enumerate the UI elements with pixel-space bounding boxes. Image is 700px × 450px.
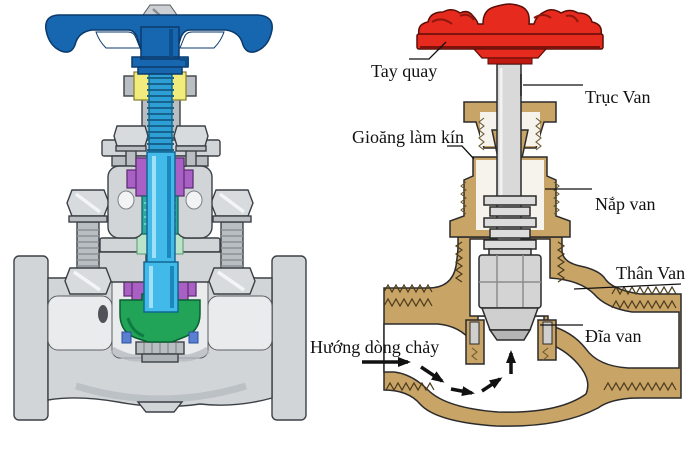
stem-left xyxy=(143,65,179,313)
hub-shading xyxy=(169,29,189,66)
leader-than-van xyxy=(573,283,682,290)
stud-washer-right xyxy=(175,145,207,152)
leader-truc-van xyxy=(520,74,583,96)
disc-holder-green xyxy=(119,293,201,343)
seat-ring-ribs xyxy=(143,343,177,354)
outlet-flange xyxy=(271,255,307,421)
seat-lips xyxy=(465,319,557,365)
seat-lip-threads xyxy=(471,347,549,361)
seat-insert-left xyxy=(469,321,480,345)
annotation-labels: Tay quay Trục Van Gioăng làm kín Nắp van… xyxy=(310,41,685,357)
right-valve-cross-section: Tay quay Trục Van Gioăng làm kín Nắp van… xyxy=(310,3,685,427)
label-bonnet: Nắp van xyxy=(595,194,655,214)
flow-arrow-2 xyxy=(420,365,445,383)
handwheel-knobs xyxy=(417,3,603,36)
flange-bolts-left xyxy=(64,189,256,295)
label-stem: Trục Van xyxy=(585,87,651,107)
bolt-washer-right xyxy=(212,215,252,223)
label-gasket: Gioăng làm kín xyxy=(352,127,464,147)
flow-arrows xyxy=(362,350,516,397)
stud-nut-right xyxy=(173,125,209,147)
flow-arrow-3 xyxy=(450,386,475,397)
handwheel-cutouts xyxy=(95,31,225,49)
bolt-shank-left xyxy=(76,221,100,271)
handwheel-right xyxy=(416,3,604,65)
yoke-arm-hole-left xyxy=(117,190,135,210)
disc-pin-right xyxy=(188,331,199,344)
handwheel-knob-shading xyxy=(431,13,579,25)
yoke-arm-hole-right xyxy=(185,190,203,210)
outlet-pipe-threads xyxy=(603,285,677,392)
stud-washer-left xyxy=(115,145,147,152)
disc-assembly-right xyxy=(478,248,542,341)
disc-holder-shade xyxy=(126,317,145,338)
stem-shadow xyxy=(167,156,174,308)
handwheel-left xyxy=(45,4,273,75)
bonnet-side-threads xyxy=(460,181,560,215)
inlet-flange xyxy=(13,255,49,421)
stem-highlight xyxy=(149,156,156,308)
label-body: Thân Van xyxy=(616,263,685,283)
label-disc: Đĩa van xyxy=(585,326,641,346)
stud-nut-left xyxy=(113,125,149,147)
valve-disc-cone xyxy=(480,307,540,331)
leader-gioang xyxy=(447,145,475,160)
gland-threads xyxy=(478,117,542,151)
bolt-washer-left xyxy=(68,215,108,223)
disc-block-seams xyxy=(479,255,541,308)
stem-washer-stack xyxy=(483,195,537,250)
handwheel-hub-right xyxy=(472,48,548,59)
inlet-pipe-threads xyxy=(383,283,435,392)
bolt-highlights xyxy=(73,192,246,292)
valve-disc-tip xyxy=(488,329,532,341)
seat-ring-lower xyxy=(141,353,179,363)
label-flow-direction: Hướng dòng chảy xyxy=(310,337,439,357)
body-neck-threads xyxy=(454,241,566,283)
handwheel-hub-collar xyxy=(487,57,533,65)
label-handwheel: Tay quay xyxy=(371,61,437,81)
seat-insert-right xyxy=(542,321,553,345)
body-port-hole xyxy=(98,305,108,323)
outlet-bore xyxy=(207,295,273,351)
flow-arrow-4 xyxy=(481,377,503,393)
body-foot xyxy=(136,401,184,413)
handwheel-hub xyxy=(131,26,189,75)
inlet-bore xyxy=(47,295,113,351)
leader-tay-quay xyxy=(409,41,447,60)
left-valve-illustration xyxy=(13,4,307,421)
bolt-threads xyxy=(77,229,243,267)
bolt-shank-right xyxy=(220,221,244,271)
disc-pin-left xyxy=(121,331,132,344)
